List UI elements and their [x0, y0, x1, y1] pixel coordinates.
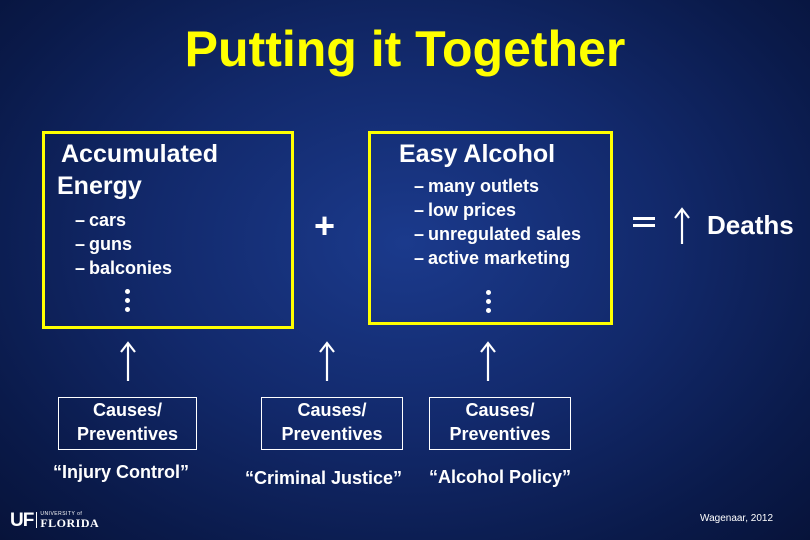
- dash-bullet: –: [75, 234, 86, 254]
- plus-operator: +: [314, 205, 336, 246]
- alcohol-policy-label: “Alcohol Policy”: [429, 467, 572, 487]
- logo-wordmark: UNIVERSITY of FLORIDA: [40, 510, 100, 530]
- up-arrow-icon: [118, 340, 138, 382]
- accumulated-energy-heading-line2: Energy: [57, 172, 142, 200]
- cause-line2: Preventives: [281, 424, 383, 444]
- dash-bullet: –: [414, 200, 425, 220]
- list-item-text: many outlets: [428, 176, 540, 196]
- list-item-text: guns: [89, 234, 132, 254]
- uf-logo-mark: UF: [10, 509, 34, 531]
- deaths-label: Deaths: [707, 210, 794, 240]
- list-item: –guns: [75, 232, 172, 256]
- energy-list: –cars –guns –balconies: [75, 208, 172, 280]
- logo-big-text: FLORIDA: [40, 515, 100, 530]
- citation-credit: Wagenaar, 2012: [700, 513, 774, 524]
- causes-preventives-box-alcohol: Causes/ Preventives: [429, 397, 571, 450]
- cause-line1: Causes/: [92, 400, 163, 420]
- accumulated-energy-box: Accumulated Energy –cars –guns –balconie…: [42, 131, 294, 329]
- list-item-text: active marketing: [428, 248, 571, 268]
- list-item: –low prices: [414, 198, 581, 222]
- dash-bullet: –: [414, 224, 425, 244]
- up-arrow-icon: [478, 340, 498, 382]
- easy-alcohol-box: Easy Alcohol –many outlets –low prices –…: [368, 131, 613, 325]
- up-arrow-icon: [672, 206, 692, 246]
- dash-bullet: –: [75, 258, 86, 278]
- dash-bullet: –: [414, 176, 425, 196]
- alcohol-list: –many outlets –low prices –unregulated s…: [414, 174, 581, 270]
- list-item: –cars: [75, 208, 172, 232]
- injury-control-label: “Injury Control”: [53, 462, 189, 482]
- list-item: –unregulated sales: [414, 222, 581, 246]
- list-item: –many outlets: [414, 174, 581, 198]
- cause-line2: Preventives: [76, 424, 179, 444]
- up-arrow-icon: [317, 340, 337, 382]
- logo-small-text: UNIVERSITY of: [40, 510, 83, 517]
- causes-preventives-box-criminal: Causes/ Preventives: [261, 397, 403, 450]
- cause-line1: Causes/: [465, 400, 535, 420]
- list-item-text: cars: [89, 210, 127, 230]
- criminal-justice-label: “Criminal Justice”: [245, 468, 403, 488]
- ellipsis-dots-icon: [123, 289, 131, 312]
- cause-line2: Preventives: [449, 424, 551, 444]
- list-item: –active marketing: [414, 246, 581, 270]
- dash-bullet: –: [75, 210, 86, 230]
- cause-line1: Causes/: [297, 400, 367, 420]
- list-item-text: low prices: [428, 200, 517, 220]
- list-item-text: unregulated sales: [428, 224, 582, 244]
- logo-divider: [36, 512, 38, 528]
- list-item: –balconies: [75, 256, 172, 280]
- dash-bullet: –: [414, 248, 425, 268]
- ellipsis-dots-icon: [484, 290, 492, 313]
- university-of-florida-logo: UF UNIVERSITY of FLORIDA: [10, 510, 99, 530]
- list-item-text: balconies: [89, 258, 173, 278]
- equals-operator: [633, 213, 655, 231]
- easy-alcohol-heading: Easy Alcohol: [399, 140, 556, 168]
- accumulated-energy-heading-line1: Accumulated: [61, 140, 218, 168]
- causes-preventives-box-injury: Causes/ Preventives: [58, 397, 197, 450]
- slide-title: Putting it Together: [184, 21, 626, 77]
